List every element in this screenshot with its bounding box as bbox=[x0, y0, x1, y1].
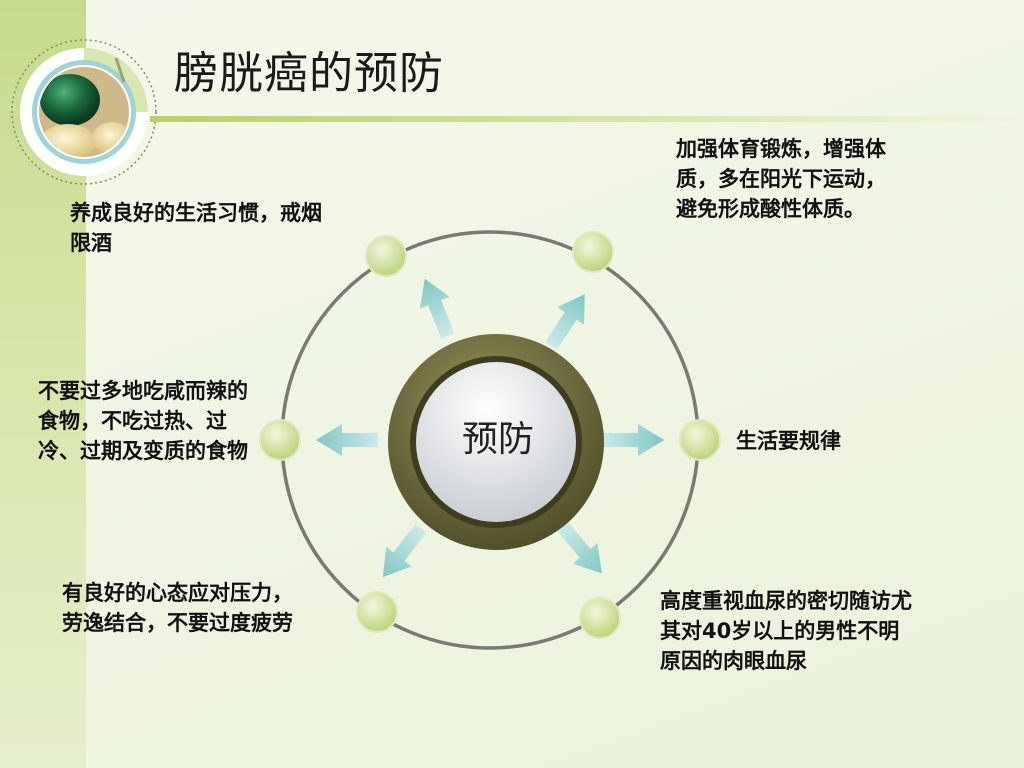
node-lower-right bbox=[579, 597, 621, 639]
item-hematuria: 高度重视血尿的密切随访尤其对40岁以上的男性不明原因的肉眼血尿 bbox=[660, 589, 912, 673]
node-right bbox=[679, 419, 721, 461]
arrow-right bbox=[602, 424, 664, 456]
center-button bbox=[416, 362, 576, 522]
arrow-lower-left bbox=[382, 523, 427, 578]
arrow-left bbox=[316, 424, 378, 456]
node-lower-left bbox=[356, 591, 398, 633]
item-diet: 不要过多地吃咸而辣的食物，不吃过热、过冷、过期及变质的食物 bbox=[38, 379, 248, 463]
center-label: 预防 bbox=[461, 419, 534, 460]
item-mindset: 有良好的心态应对压力，劳逸结合，不要过度疲劳 bbox=[62, 581, 293, 635]
gem-badge-icon bbox=[11, 39, 157, 185]
node-upper-left bbox=[365, 235, 407, 277]
node-left bbox=[259, 419, 301, 461]
item-exercise: 加强体育锻炼，增强体质，多在阳光下运动，避免形成酸性体质。 bbox=[676, 137, 886, 221]
arrow-lower-right bbox=[556, 521, 602, 574]
node-upper-right bbox=[572, 231, 614, 273]
arrow-upper-right bbox=[545, 294, 585, 350]
arrow-upper-left bbox=[419, 278, 455, 339]
page-title: 膀胱癌的预防 bbox=[174, 48, 444, 99]
title-underline bbox=[150, 116, 1024, 122]
item-habits: 养成良好的生活习惯，戒烟限酒 bbox=[70, 201, 322, 255]
item-regular-life: 生活要规律 bbox=[736, 429, 841, 453]
